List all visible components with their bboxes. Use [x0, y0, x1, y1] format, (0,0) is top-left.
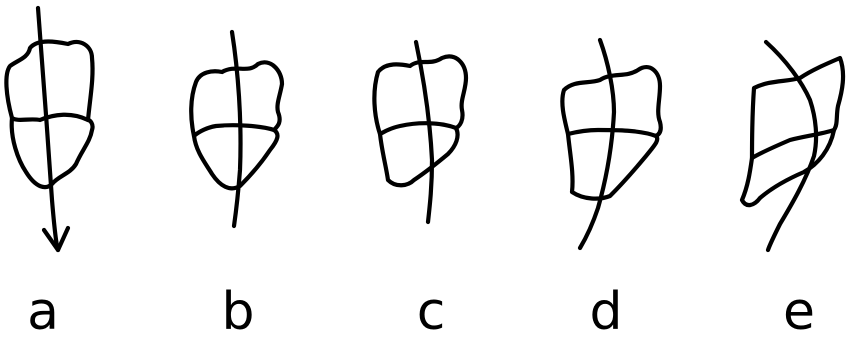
- figure-c-axis-line: [416, 42, 432, 222]
- figure-e: [742, 42, 843, 250]
- label-b: b: [208, 282, 268, 342]
- figure-c-lower-block: [380, 128, 458, 185]
- figure-d-axis-line: [580, 40, 614, 248]
- figure-b: [191, 32, 282, 226]
- label-c: c: [401, 282, 461, 342]
- label-e: e: [769, 282, 829, 342]
- figure-a-upper-block: [6, 42, 92, 121]
- figure-c: [374, 42, 466, 222]
- figure-b-lower-block: [194, 130, 277, 188]
- figure-b-axis-line: [232, 32, 241, 226]
- figure-d: [562, 40, 660, 248]
- label-d: d: [576, 282, 636, 342]
- figure-a-arrow-shaft: [38, 8, 58, 250]
- label-a: a: [13, 282, 73, 342]
- figure-a: [6, 8, 92, 250]
